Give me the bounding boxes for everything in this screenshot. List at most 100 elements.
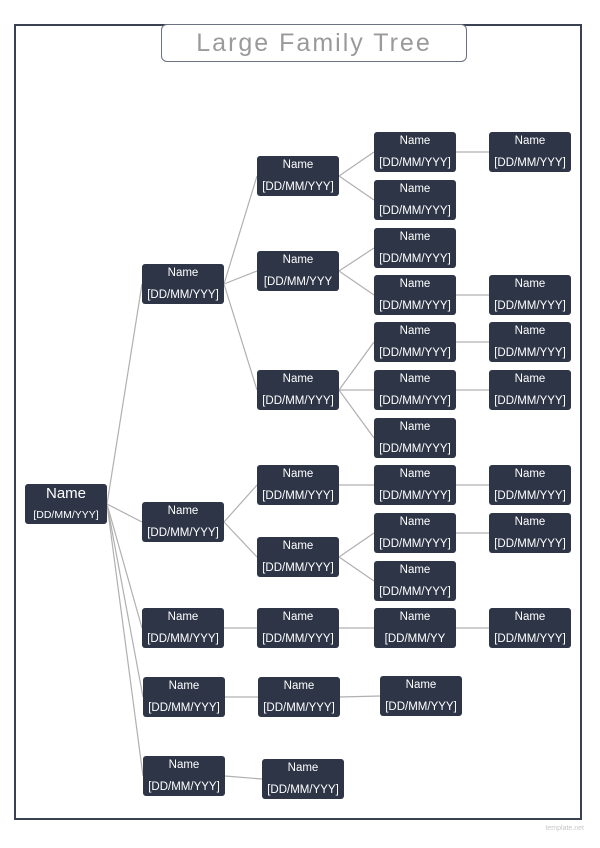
person-name: Name	[399, 564, 431, 576]
connector-g2a-g3b	[338, 175, 375, 201]
person-name: Name	[514, 325, 546, 337]
person-node-g4b: Name [DD/MM/YYY]	[489, 275, 571, 315]
person-name: Name	[399, 421, 431, 433]
person-name: Name	[287, 762, 319, 774]
person-node-g2b: Name [DD/MM/YYY	[257, 251, 339, 291]
person-node-g3m: Name[DD/MM/YYY]	[380, 676, 462, 716]
person-name: Name	[399, 183, 431, 195]
person-name: Name	[399, 516, 431, 528]
person-name: Name	[399, 325, 431, 337]
person-node-g3a: Name[DD/MM/YYY]	[374, 132, 456, 172]
person-date: [DD/MM/YYY]	[147, 527, 219, 539]
person-name: Name	[514, 278, 546, 290]
person-date: [DD/MM/YYY]	[262, 633, 334, 645]
person-date: [DD/MM/YYY]	[494, 490, 566, 502]
person-date: [DD/MM/YYY]	[379, 395, 451, 407]
person-name: Name	[399, 611, 431, 623]
person-node-g3b: Name [DD/MM/YYY]	[374, 180, 456, 220]
person-name: Name	[514, 468, 546, 480]
person-date: [DD/MM/YYY]	[148, 781, 220, 793]
person-date: [DD/MM/YYY]	[267, 784, 339, 796]
person-date: [DD/MM/YYY]	[262, 181, 334, 193]
person-node-g2c: Name [DD/MM/YYY]	[257, 370, 339, 410]
person-node-g4g: Name[DD/MM/YYY]	[489, 608, 571, 648]
person-name: Name	[282, 468, 314, 480]
person-date: [DD/MM/YYY]	[494, 633, 566, 645]
person-node-g4c: Name [DD/MM/YYY]	[489, 322, 571, 362]
connector-g2b-g3c	[338, 247, 375, 272]
person-name: Name	[168, 680, 200, 692]
connector-g2c-g3e	[338, 341, 375, 391]
person-node-g1a: Name [DD/MM/YYY]	[142, 264, 224, 304]
person-node-g1b: Name [DD/MM/YYY]	[142, 502, 224, 542]
person-date: [DD/MM/YYY]	[494, 347, 566, 359]
connector-root-g1b	[106, 503, 143, 523]
person-date: [DD/MM/YYY]	[494, 538, 566, 550]
person-date: [DD/MM/YYY]	[262, 490, 334, 502]
person-name: Name	[45, 485, 86, 502]
person-node-g3f: Name [DD/MM/YYY]	[374, 370, 456, 410]
person-name: Name	[167, 267, 199, 279]
person-name: Name	[282, 159, 314, 171]
connector-g1a-g2a	[223, 175, 258, 285]
person-date: [DD/MM/YYY]	[379, 300, 451, 312]
person-date: [DD/MM/YYY]	[147, 289, 219, 301]
person-name: Name	[167, 611, 199, 623]
person-name: Name	[514, 516, 546, 528]
person-node-g2g: Name [DD/MM/YYY]	[258, 677, 340, 717]
person-node-g3g: Name [DD/MM/YYY]	[374, 418, 456, 458]
person-date: [DD/MM/YYY]	[494, 157, 566, 169]
person-node-g1e: Name [DD/MM/YYY]	[143, 756, 225, 796]
person-name: Name	[282, 611, 314, 623]
connector-g1b-g2e	[223, 521, 258, 558]
person-name: Name	[282, 540, 314, 552]
person-name: Name	[282, 254, 314, 266]
person-date: [DD/MM/YYY]	[263, 702, 335, 714]
person-node-g4f: Name [DD/MM/YYY]	[489, 513, 571, 553]
connector-g2g-g3m	[339, 695, 381, 698]
person-date: [DD/MM/YYY]	[262, 395, 334, 407]
title-box: Large Family Tree	[161, 24, 467, 62]
person-node-g1c: Name[DD/MM/YYY]	[142, 608, 224, 648]
person-node-g1d: Name [DD/MM/YYY]	[143, 677, 225, 717]
person-name: Name	[399, 373, 431, 385]
person-date: [DD/MM/YYY]	[148, 702, 220, 714]
person-date: [DD/MM/YYY]	[379, 443, 451, 455]
watermark: template.net	[545, 825, 584, 832]
person-node-root: Name[DD/MM/YYY]	[25, 484, 107, 524]
person-date: [DD/MM/YYY]	[379, 205, 451, 217]
connector-g2a-g3a	[338, 151, 375, 177]
person-date: [DD/MM/YYY]	[379, 490, 451, 502]
person-name: Name	[168, 759, 200, 771]
connector-root-g1e	[106, 503, 144, 777]
person-node-g2e: Name [DD/MM/YYY]	[257, 537, 339, 577]
person-name: Name	[282, 373, 314, 385]
person-date: [DD/MM/YYY]	[494, 300, 566, 312]
connector-g1a-g2c	[223, 283, 258, 391]
connector-g2e-g3j	[338, 556, 375, 582]
person-name: Name	[399, 278, 431, 290]
page-title: Large Family Tree	[196, 28, 432, 57]
person-name: Name	[399, 231, 431, 243]
person-node-g3j: Name [DD/MM/YYY]	[374, 561, 456, 601]
person-date: [DD/MM/YYY]	[262, 562, 334, 574]
person-node-g2a: Name [DD/MM/YYY]	[257, 156, 339, 196]
person-date: [DD/MM/YY	[384, 633, 446, 645]
person-node-g4a: Name [DD/MM/YYY]	[489, 132, 571, 172]
connector-g2b-g3d	[338, 270, 375, 296]
person-name: Name	[167, 505, 199, 517]
person-name: Name	[514, 135, 546, 147]
person-name: Name	[405, 679, 437, 691]
connector-root-g1a	[106, 283, 143, 505]
person-date: [DD/MM/YYY]	[379, 347, 451, 359]
person-node-g3e: Name [DD/MM/YYY]	[374, 322, 456, 362]
person-node-g3d: Name [DD/MM/YYY]	[374, 275, 456, 315]
person-node-g4d: Name[DD/MM/YYY]	[489, 370, 571, 410]
connector-g1e-g2h	[224, 775, 263, 780]
person-name: Name	[283, 680, 315, 692]
connector-g2c-g3g	[338, 389, 375, 439]
person-date: [DD/MM/YYY	[263, 276, 333, 288]
person-node-g3l: Name [DD/MM/YY	[374, 608, 456, 648]
person-date: [DD/MM/YYY]	[494, 395, 566, 407]
person-date: [DD/MM/YYY]	[379, 586, 451, 598]
